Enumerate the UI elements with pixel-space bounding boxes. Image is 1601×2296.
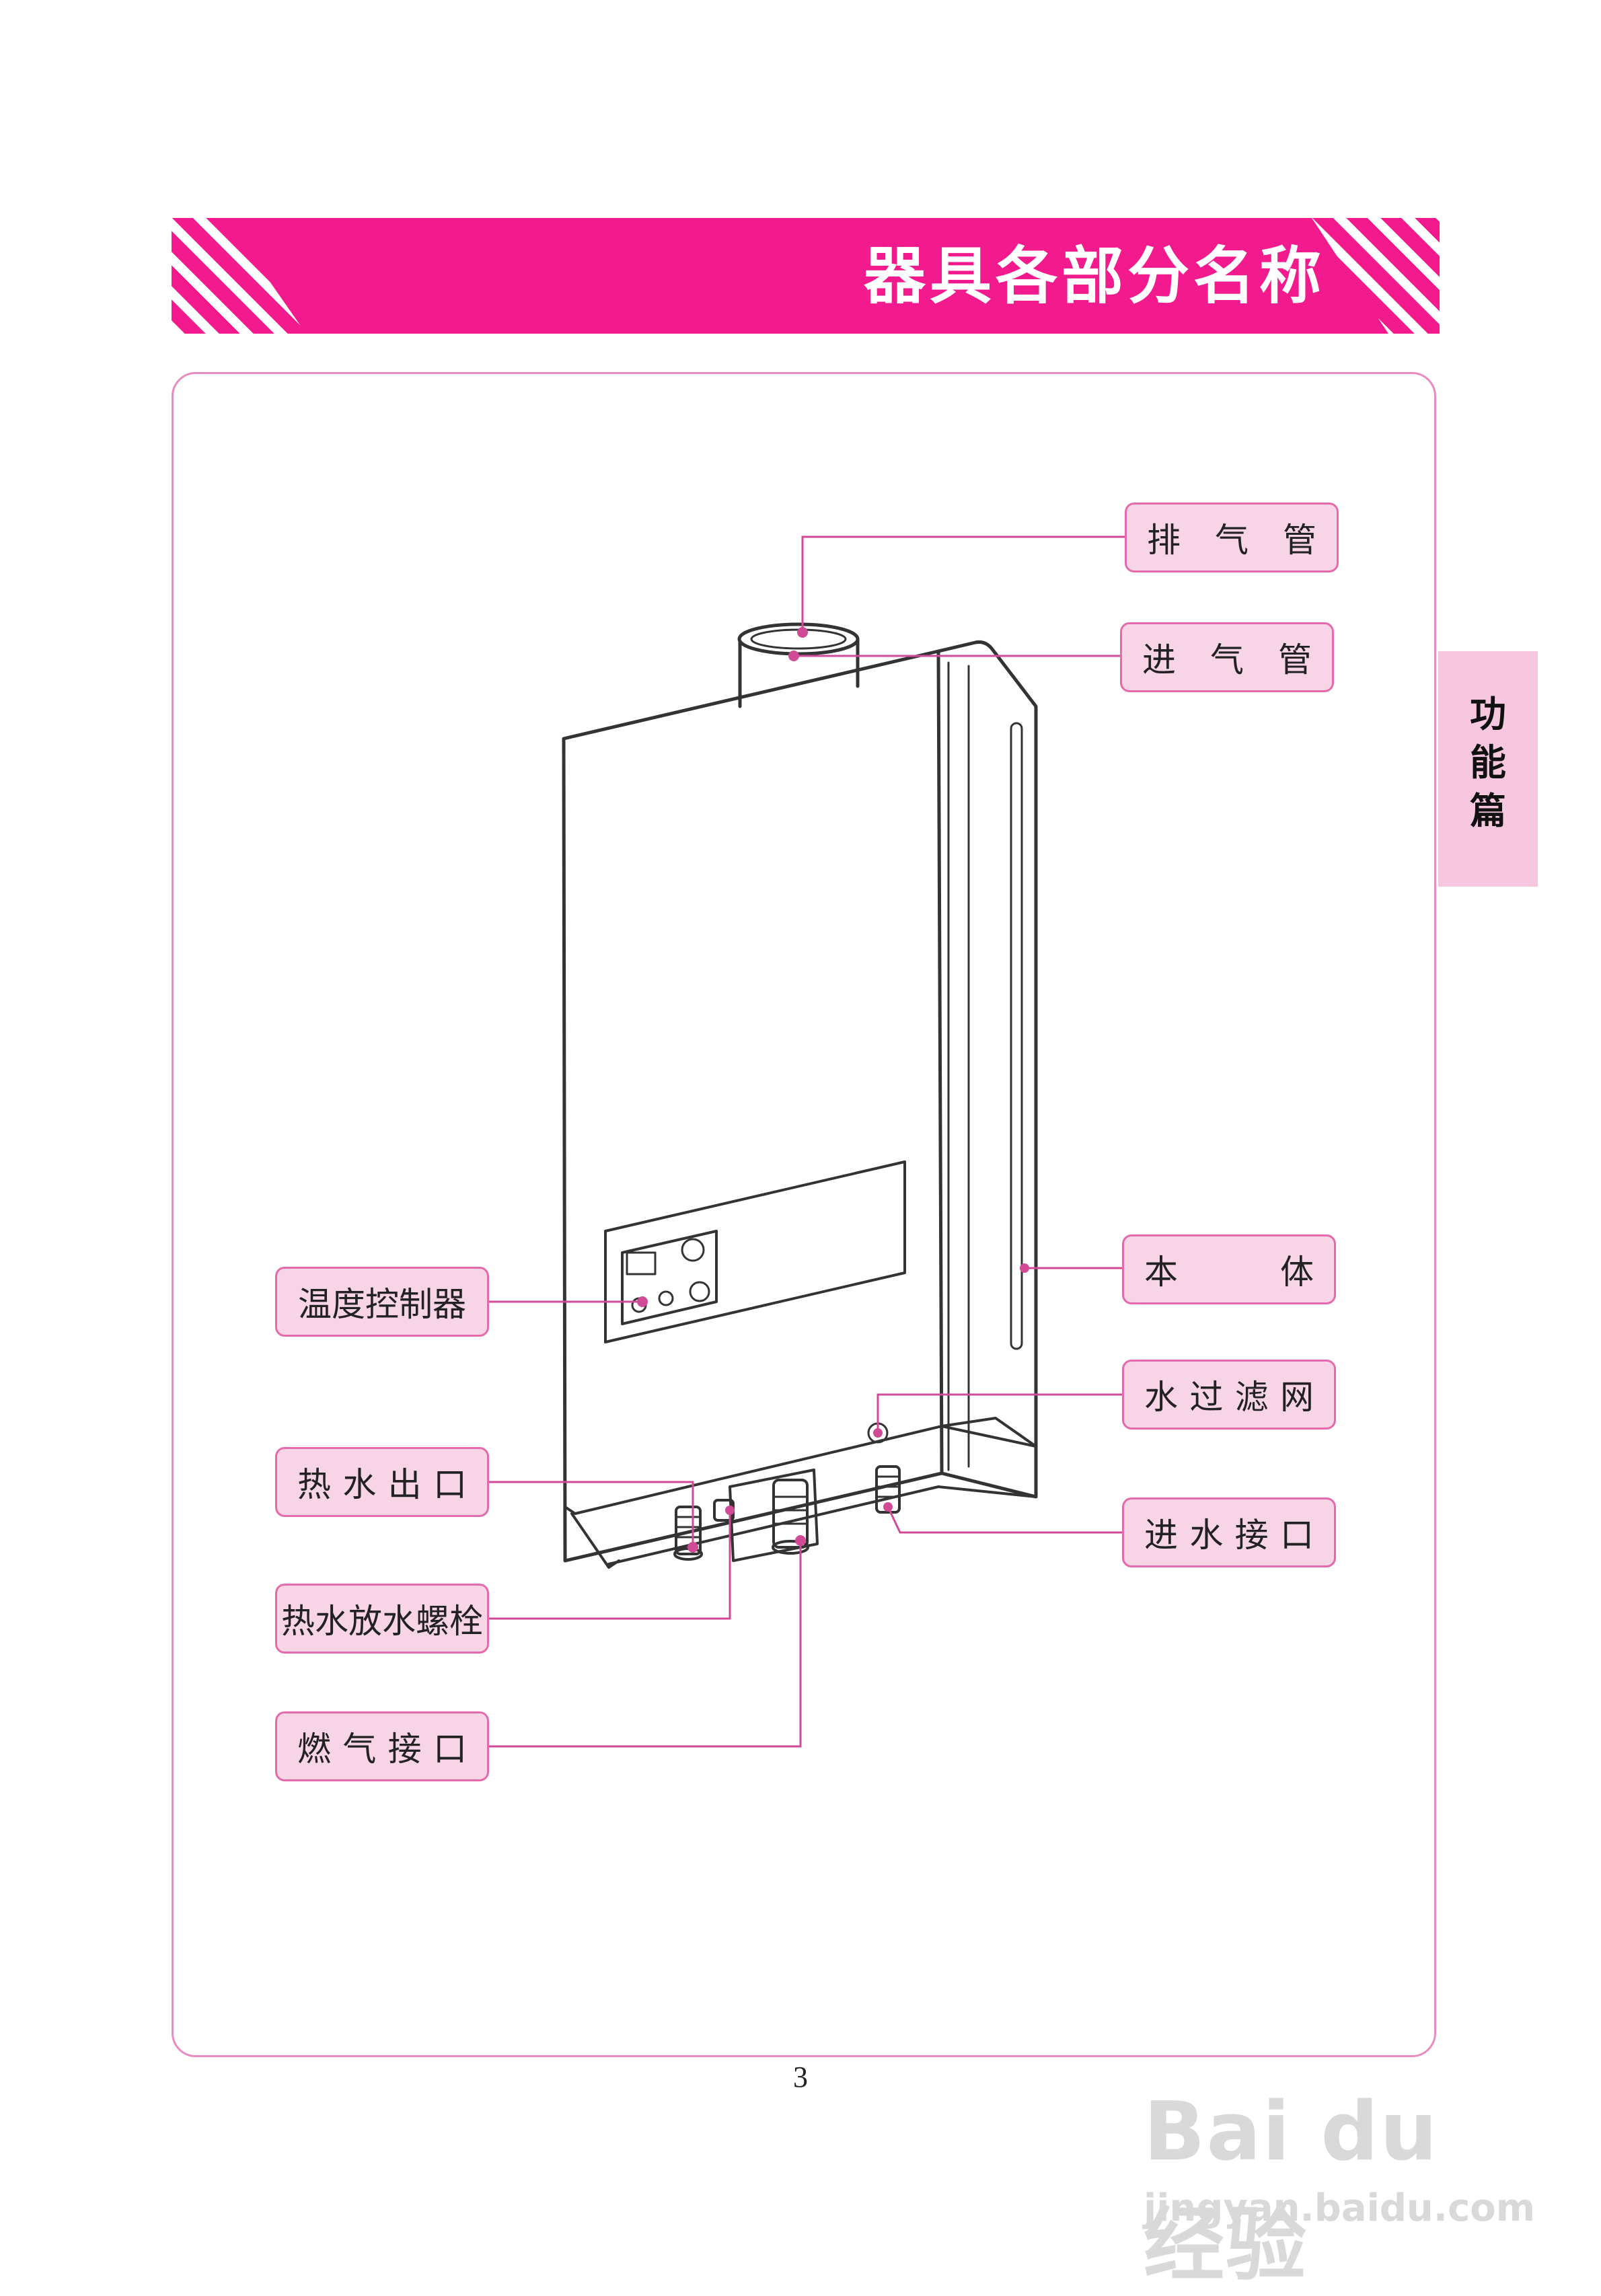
label-hot-water-outlet: 热 水 出 口	[275, 1447, 489, 1517]
leader-dot	[788, 651, 799, 661]
leader-dot	[873, 1428, 883, 1438]
heater-front-panel	[562, 649, 944, 1563]
label-temperature-controller: 温度控制器	[275, 1267, 489, 1337]
label-water-filter: 水 过 滤 网	[1122, 1360, 1336, 1430]
watermark-url: jingyan.baidu.com	[1144, 2186, 1536, 2230]
label-water-inlet: 进 水 接 口	[1122, 1497, 1336, 1567]
heater-side-panel	[936, 640, 1038, 1499]
leader-dot	[795, 1535, 806, 1546]
label-gas-inlet: 燃 气 接 口	[275, 1711, 489, 1781]
leader-dot	[637, 1296, 648, 1307]
label-body: 本 体	[1122, 1234, 1336, 1304]
label-intake-pipe: 进 气 管	[1120, 622, 1334, 692]
section-tab-char: 功	[1470, 693, 1506, 735]
label-drain-bolt: 热水放水螺栓	[275, 1584, 489, 1654]
leader-dot	[1020, 1263, 1029, 1273]
section-tab-char: 能	[1470, 741, 1506, 784]
leader-dot	[725, 1506, 735, 1515]
watermark: Bai du 经验 jingyan.baidu.com	[1137, 2072, 1535, 2292]
leader-gas-inlet	[489, 1541, 802, 1748]
leader-water-inlet	[887, 1506, 1122, 1534]
leader-dot	[797, 627, 808, 638]
control-module	[621, 1230, 718, 1325]
page-title: 器具各部分名称	[863, 240, 1325, 312]
flue-pipe	[738, 637, 860, 708]
connection-plate	[729, 1469, 819, 1562]
section-tab: 功 能 篇	[1438, 651, 1538, 887]
leader-exhaust-pipe	[801, 535, 1125, 632]
page-number: 3	[793, 2061, 808, 2094]
gas-inlet-fitting	[772, 1479, 809, 1555]
label-exhaust-pipe: 排 气 管	[1125, 503, 1339, 572]
front-window	[604, 1160, 906, 1343]
leader-dot	[883, 1502, 893, 1512]
section-tab-char: 篇	[1470, 790, 1506, 832]
side-slot	[1010, 722, 1023, 1350]
leader-dot	[687, 1542, 698, 1553]
header-banner: 器具各部分名称	[172, 218, 1440, 334]
leader-hot-water-outlet	[489, 1481, 694, 1547]
content-frame	[172, 372, 1436, 2057]
leader-water-filter	[877, 1393, 1122, 1433]
leader-drain-bolt	[489, 1510, 731, 1620]
water-inlet-fitting	[875, 1465, 901, 1514]
